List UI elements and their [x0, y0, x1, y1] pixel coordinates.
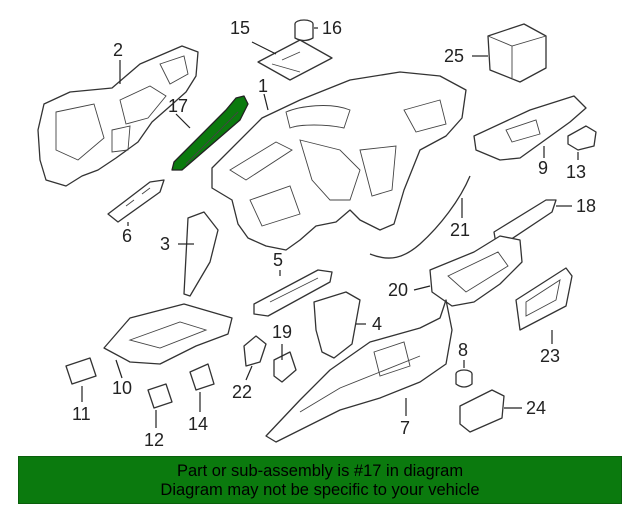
part-12-clip[interactable] — [147, 383, 173, 409]
callout-11: 11 — [72, 404, 91, 424]
leader-lines — [81, 27, 579, 428]
part-11-switch[interactable] — [65, 357, 97, 385]
part-3-side-trim[interactable] — [183, 211, 219, 297]
part-17-highlighted-trim[interactable] — [171, 95, 249, 171]
part-1-instrument-panel[interactable] — [211, 71, 467, 251]
callout-8: 8 — [458, 340, 468, 360]
part-9-side-panel[interactable] — [473, 95, 587, 161]
callout-7: 7 — [400, 418, 410, 438]
callout-15: 15 — [230, 18, 250, 38]
callout-9: 9 — [538, 158, 548, 178]
part-13-clip[interactable] — [567, 125, 597, 151]
banner-line-part: Part or sub-assembly is #17 in diagram — [176, 462, 464, 480]
callout-16: 16 — [322, 18, 342, 38]
callout-labels: 1 2 3 4 5 6 7 8 9 10 11 12 13 14 15 16 1… — [72, 18, 596, 450]
part-20-bezel[interactable] — [429, 235, 523, 307]
part-15-cover[interactable] — [257, 39, 333, 81]
part-7-center-console[interactable] — [265, 299, 453, 443]
part-22-bracket[interactable] — [243, 335, 267, 367]
part-4-duct[interactable] — [313, 291, 361, 359]
part-2-cross-car-beam[interactable] — [37, 45, 199, 187]
callout-23: 23 — [540, 346, 560, 366]
parts-diagram: 1 2 3 4 5 6 7 8 9 10 11 12 13 14 15 16 1… — [37, 18, 597, 450]
callout-6: 6 — [122, 226, 132, 246]
part-23-bezel[interactable] — [515, 267, 573, 331]
part-6-bracket[interactable] — [107, 179, 165, 223]
callout-25: 25 — [444, 46, 464, 66]
info-banner: Part or sub-assembly is #17 in diagram D… — [18, 456, 622, 504]
part-19-bracket[interactable] — [273, 351, 297, 383]
part-16-knob[interactable] — [294, 19, 314, 42]
callout-17: 17 — [168, 96, 188, 116]
callout-21: 21 — [450, 220, 470, 240]
callout-20: 20 — [388, 280, 408, 300]
callout-22: 22 — [232, 382, 252, 402]
callout-3: 3 — [160, 234, 170, 254]
part-24-cover[interactable] — [459, 389, 505, 433]
callout-24: 24 — [526, 398, 546, 418]
callout-19: 19 — [272, 322, 292, 342]
part-8-knob[interactable] — [455, 369, 473, 388]
callout-5: 5 — [273, 250, 283, 270]
part-14-clip[interactable] — [189, 363, 215, 391]
callout-13: 13 — [566, 162, 586, 182]
part-10-lower-panel[interactable] — [103, 303, 233, 365]
banner-line-disclaimer: Diagram may not be specific to your vehi… — [160, 481, 480, 499]
callout-12: 12 — [144, 430, 164, 450]
callout-4: 4 — [372, 314, 382, 334]
part-21-cable[interactable] — [369, 175, 471, 259]
callout-1: 1 — [258, 76, 268, 96]
callout-18: 18 — [576, 196, 596, 216]
callout-2: 2 — [113, 40, 123, 60]
part-25-module[interactable] — [487, 23, 547, 83]
part-5-bracket[interactable] — [253, 269, 333, 317]
callout-14: 14 — [188, 414, 208, 434]
callout-10: 10 — [112, 378, 132, 398]
